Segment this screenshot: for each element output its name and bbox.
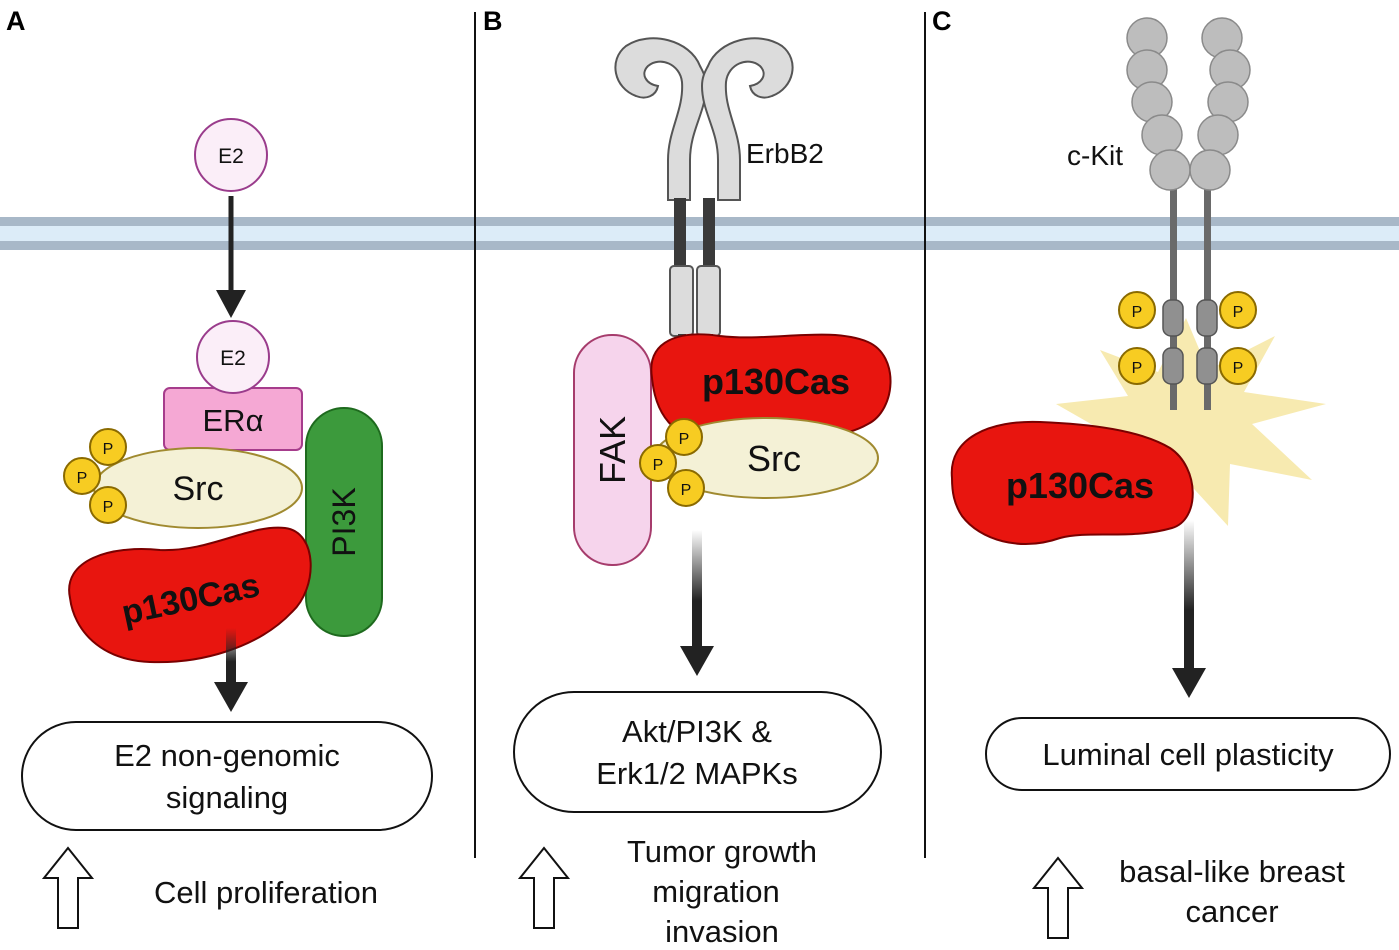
panel-a: A E2 ERα E2 PI3K Src P P P p130Cas — [6, 6, 433, 929]
panel-label-c: C — [932, 6, 952, 36]
p130cas-protein — [68, 526, 312, 664]
effect-label: basal-like breast — [1119, 854, 1345, 889]
phospho-label: P — [1233, 304, 1244, 321]
fak-label: FAK — [592, 416, 633, 484]
effect-label: Tumor growth — [627, 834, 817, 869]
signal-arrow — [1172, 520, 1206, 698]
ckit-label: c-Kit — [1067, 140, 1123, 171]
outcome-line-1: Luminal cell plasticity — [1042, 737, 1334, 772]
src-kinase-label: Src — [173, 470, 224, 508]
phospho-group — [1118, 291, 1156, 329]
erbb2-label: ErbB2 — [746, 138, 824, 169]
phospho-group — [89, 428, 127, 466]
effect-label: cancer — [1185, 894, 1278, 929]
effect-label: Cell proliferation — [154, 875, 378, 910]
phospho-group — [63, 457, 101, 495]
phospho-group — [1219, 291, 1257, 329]
panel-c: C c-Kit P P P P — [932, 6, 1391, 939]
erbb2-receptor — [614, 37, 794, 356]
phospho-group — [1219, 347, 1257, 385]
phospho-label: P — [1132, 304, 1143, 321]
p130cas-protein — [950, 420, 1194, 545]
signal-arrow — [680, 530, 714, 676]
increase-arrow-icon — [41, 846, 95, 929]
outcome-line-2: Erk1/2 MAPKs — [596, 756, 798, 791]
p130cas-label: p130Cas — [1006, 465, 1154, 506]
phospho-label: P — [103, 499, 114, 516]
phospho-label: P — [653, 457, 664, 474]
cell-membrane — [0, 217, 1399, 250]
effect-label: invasion — [665, 914, 779, 949]
phospho-label: P — [77, 470, 88, 487]
signal-arrow — [214, 628, 248, 712]
outcome-line-2: signaling — [166, 780, 288, 815]
outcome-box — [21, 721, 433, 831]
outcome-box — [513, 691, 882, 813]
e2-ligand-bound — [196, 320, 270, 394]
p130cas-label: p130Cas — [702, 361, 850, 402]
increase-arrow-icon — [517, 846, 571, 929]
effect-label: migration — [652, 874, 780, 909]
pi3k-label: PI3K — [326, 487, 362, 556]
e2-ligand-free — [194, 118, 268, 192]
e2-ligand-bound-label: E2 — [220, 347, 246, 370]
src-kinase-label: Src — [747, 438, 801, 479]
increase-arrow-icon — [1031, 856, 1085, 939]
e2-binding-arrow — [216, 196, 246, 318]
outcome-box — [985, 717, 1391, 791]
phospho-label: P — [1233, 360, 1244, 377]
phospho-label: P — [1132, 360, 1143, 377]
pi3k-protein — [305, 407, 383, 637]
phospho-group — [639, 444, 677, 482]
ckit-receptor — [1126, 17, 1251, 410]
phospho-group — [667, 469, 705, 507]
phospho-group — [1118, 347, 1156, 385]
phospho-label: P — [679, 431, 690, 448]
phospho-group — [89, 486, 127, 524]
panel-label-a: A — [6, 6, 26, 36]
panel-b: B ErbB2 FAK p130Cas Src P P P — [483, 6, 892, 949]
e2-ligand-free-label: E2 — [218, 145, 244, 168]
era-receptor-label: ERα — [203, 403, 264, 438]
phospho-label: P — [103, 441, 114, 458]
panel-label-b: B — [483, 6, 503, 36]
outcome-line-1: E2 non-genomic — [114, 738, 340, 773]
phospho-group — [665, 418, 703, 456]
outcome-line-1: Akt/PI3K & — [622, 714, 772, 749]
phospho-label: P — [681, 482, 692, 499]
